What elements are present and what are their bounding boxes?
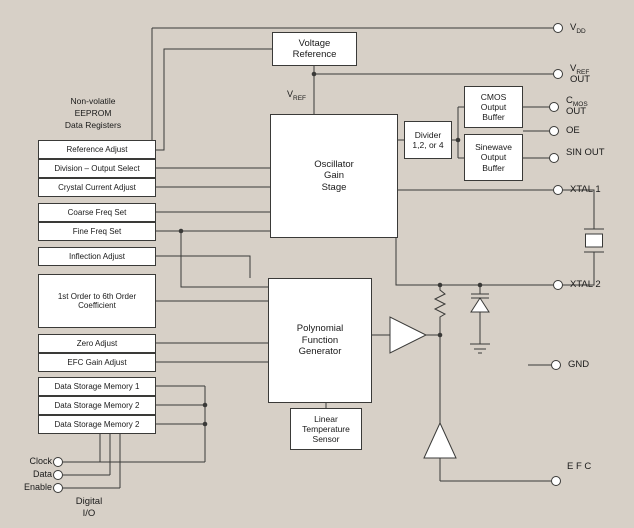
reference-adjust-wire: [156, 48, 272, 151]
register-data-storage-memory-2: Data Storage Memory 2: [38, 396, 156, 415]
cmos-out-pin: [549, 102, 559, 112]
circuit-wires: [63, 27, 595, 489]
register-crystal-current-adjust: Crystal Current Adjust: [38, 178, 156, 197]
efc-amplifier-icon: [423, 421, 457, 459]
efc-pin: [551, 476, 561, 486]
divider-block: Divider 1,2, or 4: [404, 121, 452, 159]
register-order-coefficient: 1st Order to 6th Order Coefficient: [38, 274, 156, 328]
data-pin: [53, 470, 63, 480]
gnd-pin: [551, 360, 561, 370]
register-inflection-adjust: Inflection Adjust: [38, 247, 156, 266]
eeprom-registers-heading: Non-volatile EEPROM Data Registers: [64, 96, 122, 130]
xtal1-pin-label: XTAL 1: [570, 184, 601, 195]
register-data-storage-memory-2b: Data Storage Memory 2: [38, 415, 156, 434]
cmos-output-buffer-block: CMOS Output Buffer: [464, 86, 523, 128]
enable-pin: [53, 483, 63, 493]
xtal1-pin: [553, 185, 563, 195]
vdd-pin-label: VDD: [570, 22, 586, 35]
voltage-reference-block: Voltage Reference: [272, 32, 357, 66]
register-fine-freq-set: Fine Freq Set: [38, 222, 156, 241]
data-pin-label: Data: [32, 469, 52, 479]
component-symbols: [389, 228, 604, 459]
inflection-wire: [156, 255, 251, 278]
crystal-to-xtal2-wire: [562, 252, 595, 286]
pin-circles: [53, 23, 563, 493]
sin-out-pin: [549, 153, 559, 163]
register-efc-gain-adjust: EFC Gain Adjust: [38, 353, 156, 372]
efc-pin-label: E F C: [567, 461, 592, 472]
varactor-drive-amplifier-icon: [389, 316, 428, 354]
oe-pin: [549, 126, 559, 136]
register-reference-adjust: Reference Adjust: [38, 140, 156, 159]
crystal-symbol: [584, 228, 604, 253]
vref-net-label: VREF: [286, 89, 306, 102]
gnd-pin-label: GND: [568, 359, 590, 370]
sin-out-pin-label: SIN OUT: [566, 147, 605, 158]
xtal2-wire: [395, 238, 553, 286]
register-division-output-select: Division – Output Select: [38, 159, 156, 178]
oscillator-gain-stage-block: Oscillator Gain Stage: [270, 114, 398, 238]
clock-pin-label: Clock: [29, 456, 52, 466]
xtal2-pin-label: XTAL 2: [570, 279, 601, 290]
polynomial-function-generator-block: Polynomial Function Generator: [268, 278, 372, 403]
register-zero-adjust: Zero Adjust: [38, 334, 156, 353]
clock-pin: [53, 457, 63, 467]
ground-symbol: [470, 343, 490, 354]
xtal2-pin: [553, 280, 563, 290]
xtal1-to-crystal-wire: [562, 189, 595, 229]
fine-freq-branch-wire: [180, 231, 268, 288]
oe-pin-label: OE: [566, 125, 580, 136]
resistor-symbol: [433, 285, 447, 335]
sinewave-output-buffer-block: Sinewave Output Buffer: [464, 134, 523, 181]
digital-io-label: Digital I/O: [75, 496, 103, 519]
linear-temperature-sensor-block: Linear Temperature Sensor: [290, 408, 362, 450]
register-data-storage-memory-1: Data Storage Memory 1: [38, 377, 156, 396]
vdd-pin: [553, 23, 563, 33]
enable-pin-label: Enable: [23, 482, 52, 492]
vref-out-pin: [553, 69, 563, 79]
register-coarse-freq-set: Coarse Freq Set: [38, 203, 156, 222]
varactor-diode-symbol: [470, 285, 490, 344]
junction-dots: [178, 71, 483, 427]
